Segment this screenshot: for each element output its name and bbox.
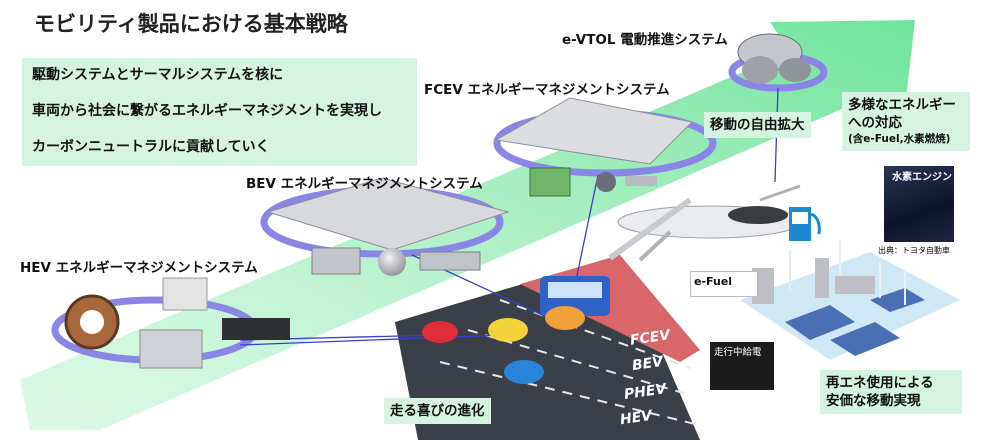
bus xyxy=(540,276,610,316)
cars xyxy=(422,306,585,384)
source-credit: 出典：トヨタ自動車 xyxy=(878,246,950,255)
mission-line: 駆動システムとサーマルシステムを核に xyxy=(32,67,284,83)
freedom-callout: 移動の自由拡大 xyxy=(704,112,811,139)
h2-label: H2 xyxy=(793,226,807,236)
evtol-motor xyxy=(737,33,811,84)
fcev-components xyxy=(494,97,694,197)
battery-pack xyxy=(162,277,208,311)
energy-line: への対応 xyxy=(848,115,902,132)
wireless-charging-photo: 走行中給電 xyxy=(710,342,774,390)
evtol-aircraft xyxy=(608,184,803,262)
bev-components xyxy=(266,177,510,276)
inverter-unit xyxy=(139,329,203,369)
page-title: モビリティ製品における基本戦略 xyxy=(34,12,348,36)
fcev-platform xyxy=(494,97,694,165)
mission-statement-box: 駆動システムとサーマルシステムを核に 車両から社会に繋がるエネルギーマネジメント… xyxy=(22,58,417,166)
h2-station-icon xyxy=(789,207,821,241)
renewable-line: 安価な移動実現 xyxy=(826,393,921,410)
hev-components xyxy=(64,277,290,369)
wind-turbines xyxy=(789,240,906,305)
hev-label: HEV エネルギーマネジメントシステム xyxy=(20,260,258,276)
energy-line: 多様なエネルギー xyxy=(848,97,956,113)
renewable-callout: 再エネ使用による 安価な移動実現 xyxy=(820,370,962,415)
drive-joy-callout: 走る喜びの進化 xyxy=(384,398,491,425)
fcev-label: FCEV エネルギーマネジメントシステム xyxy=(424,82,670,98)
bev-platform xyxy=(266,177,510,251)
mission-line: 車両から社会に繋がるエネルギーマネジメントを実現し xyxy=(32,103,382,119)
wireless-charging-label: 走行中給電 xyxy=(714,347,762,358)
efuel-label: e-Fuel xyxy=(694,275,733,288)
efuel-badge: e-Fuel xyxy=(690,271,758,297)
converter-unit xyxy=(222,318,290,340)
h2-engine-label: 水素エンジン xyxy=(892,172,952,183)
energy-note: (含e-Fuel,水素燃焼) xyxy=(848,133,951,146)
renewable-line: 再エネ使用による xyxy=(826,375,934,391)
evtol-label: e-VTOL 電動推進システム xyxy=(562,32,728,48)
solar-panels xyxy=(785,288,925,356)
h2-engine-photo: 水素エンジン xyxy=(884,166,954,242)
bev-label: BEV エネルギーマネジメントシステム xyxy=(246,176,483,192)
energy-callout: 多様なエネルギー への対応 (含e-Fuel,水素燃焼) xyxy=(842,92,970,151)
mission-line: カーボンニュートラルに貢献していく xyxy=(32,139,270,155)
